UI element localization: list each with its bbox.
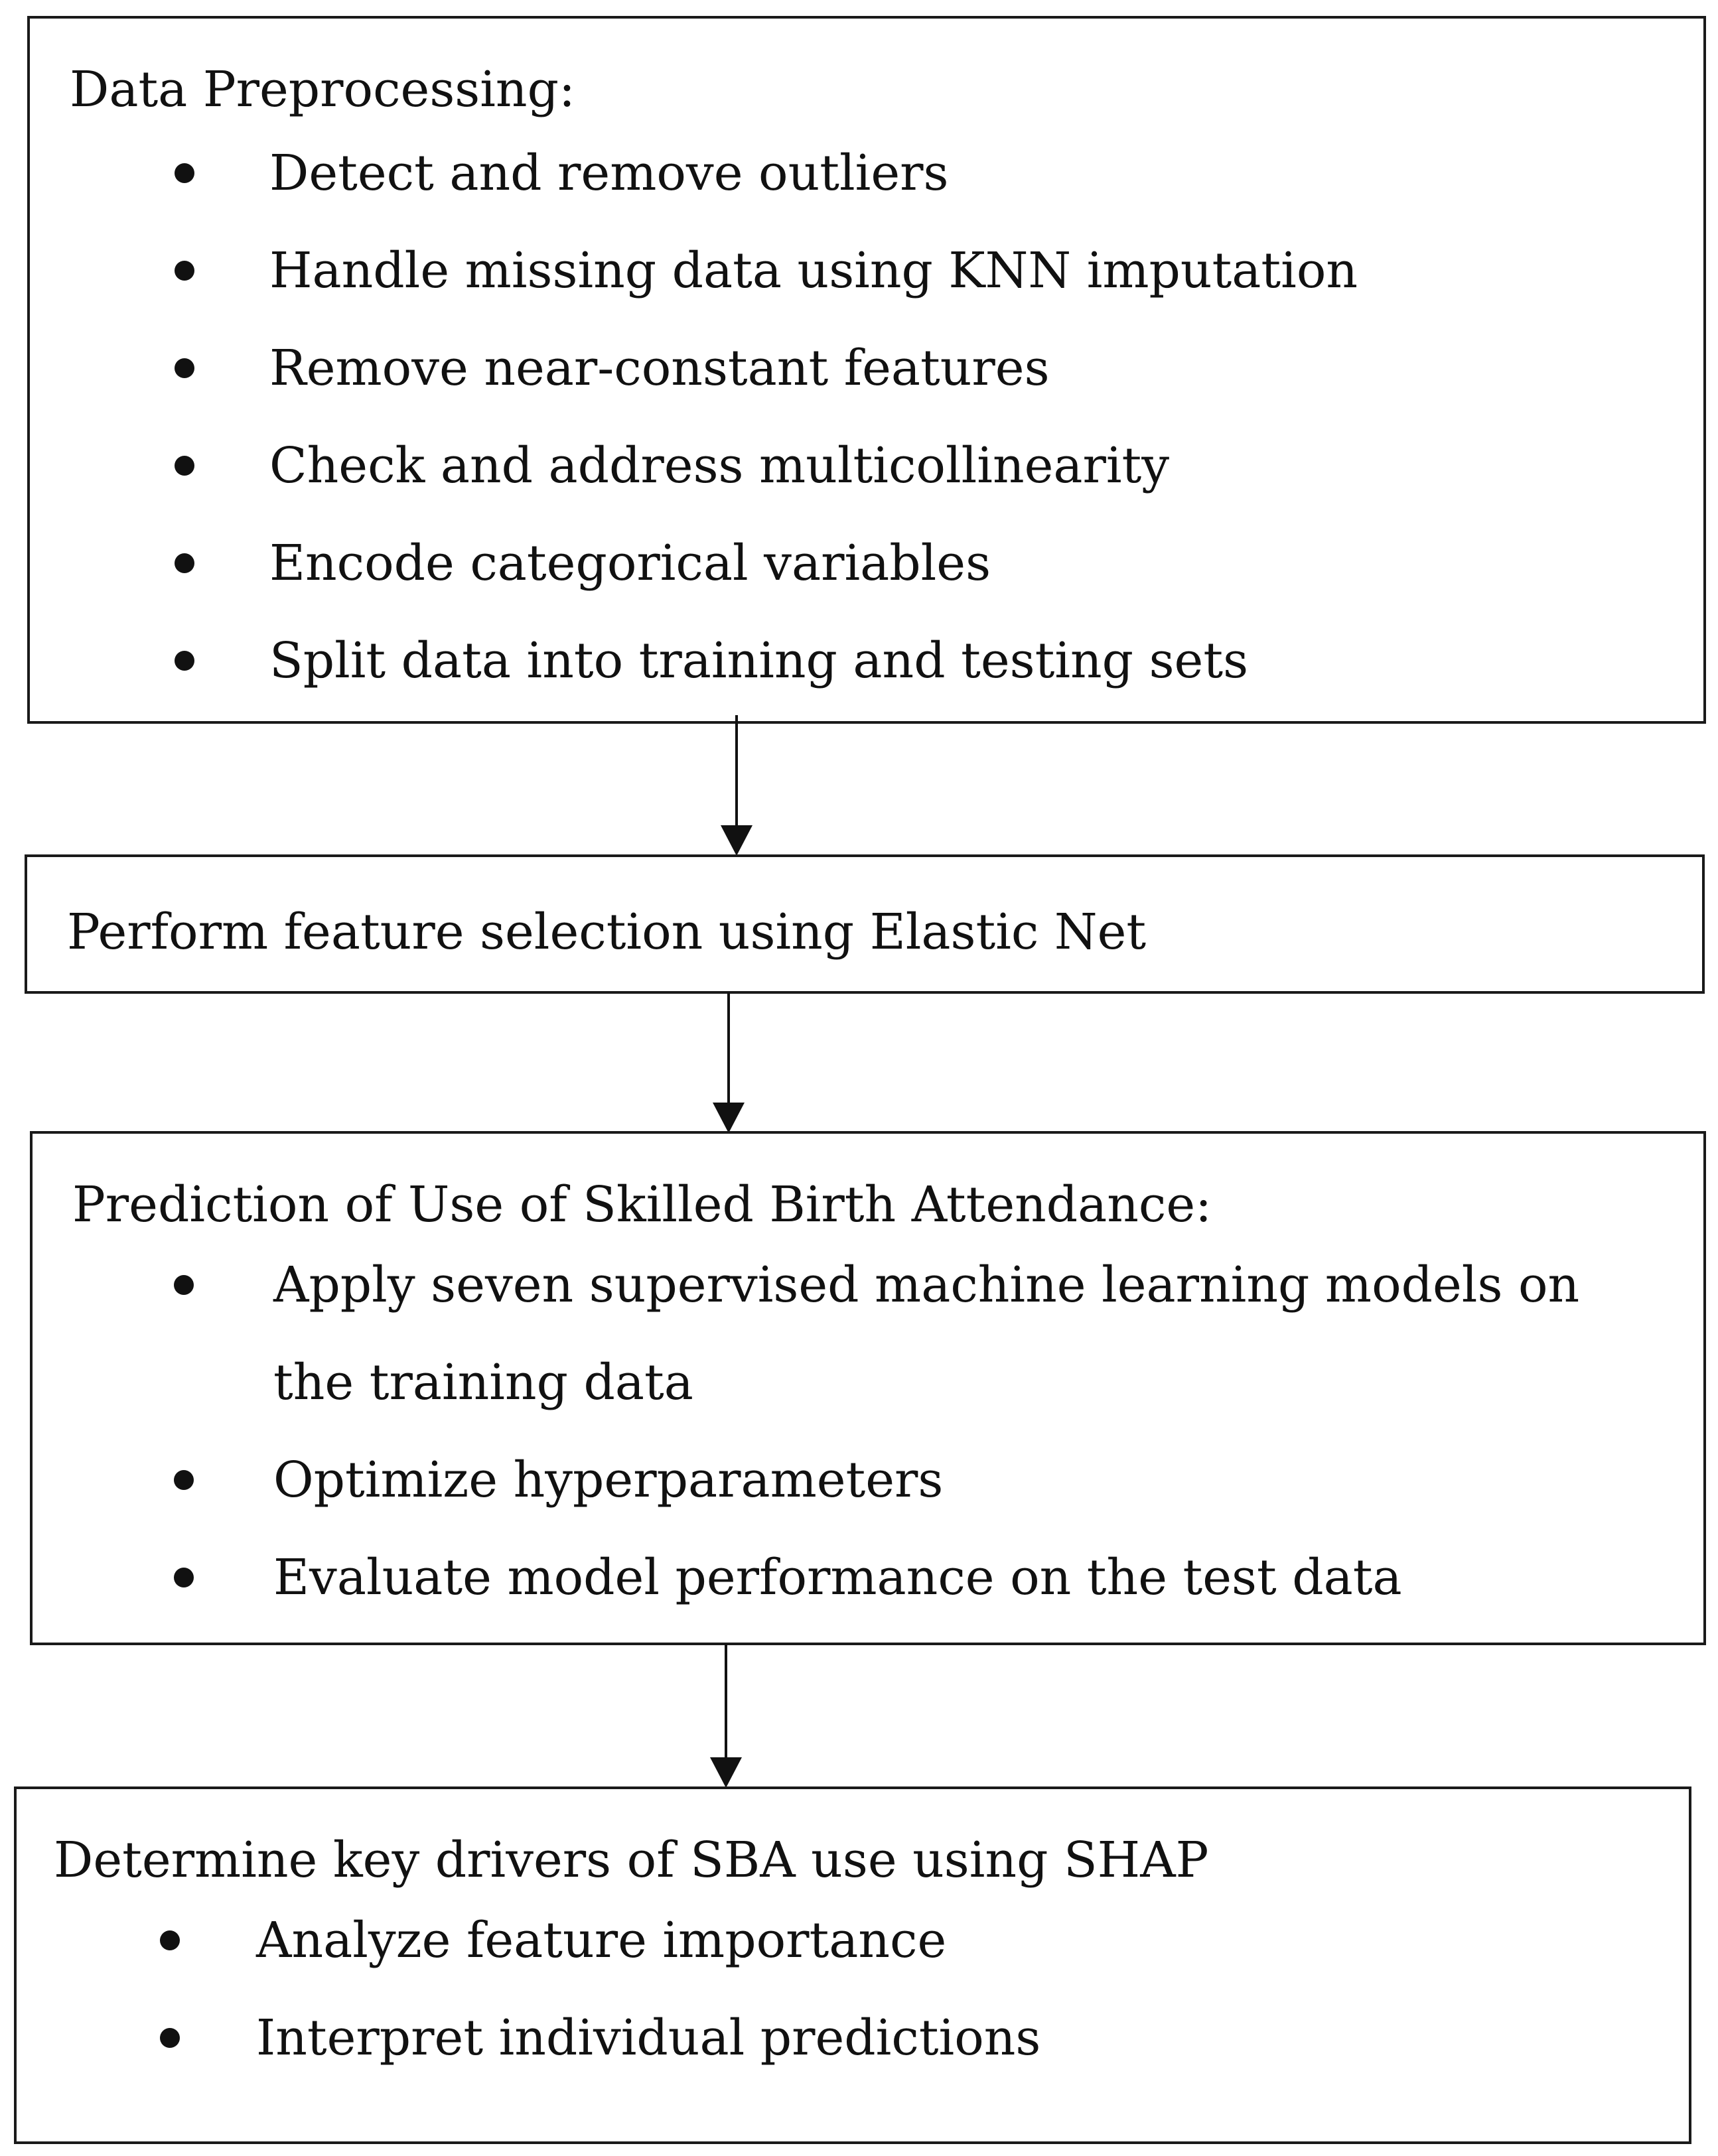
step-title: Perform feature selection using Elastic … xyxy=(67,904,1147,961)
list-item-text: Handle missing data using KNN imputation xyxy=(269,242,1358,299)
bullet-icon xyxy=(175,456,194,476)
bullet-icon xyxy=(175,651,194,671)
list-item: Optimize hyperparameters xyxy=(33,1432,1625,1529)
list-item-text: Encode categorical variables xyxy=(269,535,991,592)
bullet-icon xyxy=(175,163,194,183)
list-item: Interpret individual predictions xyxy=(17,1989,1609,2087)
list-item: Remove near-constant features xyxy=(30,320,1622,417)
list-item: Detect and remove outliers xyxy=(30,125,1622,222)
bullet-icon xyxy=(160,1930,180,1950)
list-item-text: Apply seven supervised machine learning … xyxy=(273,1256,1580,1411)
step-box-shap-drivers: Determine key drivers of SBA use using S… xyxy=(14,1786,1691,2144)
bullet-icon xyxy=(174,1470,194,1490)
list-item: Analyze feature importance xyxy=(17,1892,1609,1989)
bullet-icon xyxy=(175,261,194,281)
flow-arrow-1 xyxy=(721,715,752,856)
step-bullet-list: Detect and remove outliers Handle missin… xyxy=(30,125,1622,710)
list-item: Check and address multicollinearity xyxy=(30,417,1622,515)
step-box-feature-selection: Perform feature selection using Elastic … xyxy=(25,854,1705,994)
list-item-text: Evaluate model performance on the test d… xyxy=(273,1549,1402,1606)
flow-arrow-3 xyxy=(710,1644,742,1788)
step-bullet-list: Apply seven supervised machine learning … xyxy=(33,1237,1625,1627)
bullet-icon xyxy=(175,358,194,378)
list-item-text: Optimize hyperparameters xyxy=(273,1451,944,1509)
step-title: Determine key drivers of SBA use using S… xyxy=(54,1832,1209,1889)
step-title: Prediction of Use of Skilled Birth Atten… xyxy=(72,1176,1212,1233)
list-item-text: Remove near-constant features xyxy=(269,340,1050,397)
bullet-icon xyxy=(174,1568,194,1587)
list-item-text: Detect and remove outliers xyxy=(269,145,949,202)
flow-arrow-2 xyxy=(713,992,745,1133)
step-box-data-preprocessing: Data Preprocessing: Detect and remove ou… xyxy=(27,16,1706,724)
list-item-text: Check and address multicollinearity xyxy=(269,437,1170,494)
list-item: Apply seven supervised machine learning … xyxy=(33,1237,1625,1432)
list-item: Handle missing data using KNN imputation xyxy=(30,222,1622,320)
bullet-icon xyxy=(160,2028,180,2048)
bullet-icon xyxy=(175,553,194,573)
list-item: Encode categorical variables xyxy=(30,515,1622,612)
list-item-text: Analyze feature importance xyxy=(256,1912,947,1969)
step-title: Data Preprocessing: xyxy=(70,61,575,118)
list-item-text: Split data into training and testing set… xyxy=(269,632,1249,689)
step-box-prediction: Prediction of Use of Skilled Birth Atten… xyxy=(30,1131,1706,1645)
step-bullet-list: Analyze feature importance Interpret ind… xyxy=(17,1892,1609,2087)
list-item-text: Interpret individual predictions xyxy=(256,2009,1041,2066)
bullet-icon xyxy=(174,1275,194,1295)
list-item: Split data into training and testing set… xyxy=(30,612,1622,710)
list-item: Evaluate model performance on the test d… xyxy=(33,1529,1625,1627)
